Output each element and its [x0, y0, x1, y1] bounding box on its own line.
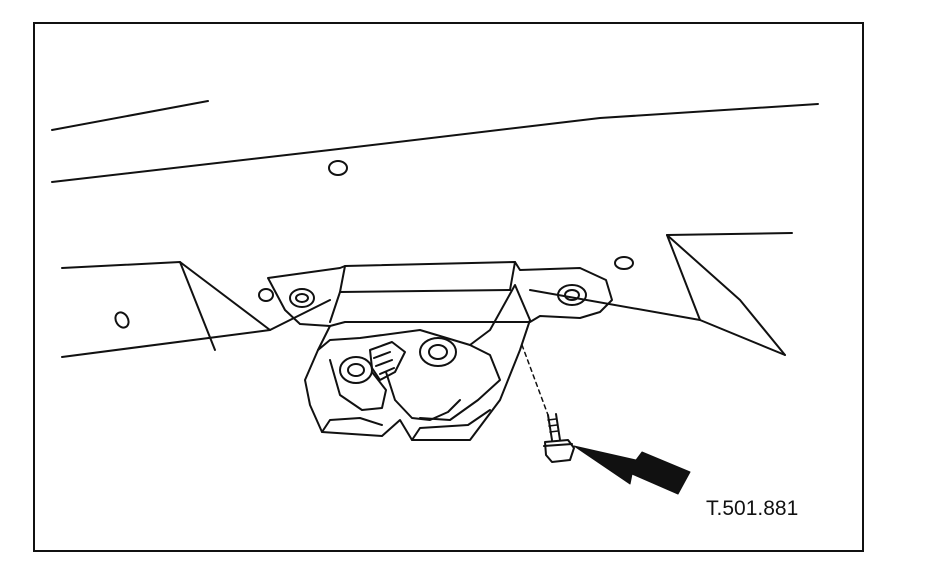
panel-hole: [614, 256, 634, 270]
panel-middle-edge: [51, 103, 819, 183]
lock-pivot-left: [339, 356, 373, 384]
lock-mount-hole-right: [557, 284, 587, 306]
lock-mechanism: [267, 261, 613, 441]
bolt-guide-line: [521, 344, 549, 416]
lock-jaw-right: [385, 371, 461, 421]
lock-mount-hole-right-inner: [564, 289, 580, 301]
lock-mount-hole-left: [289, 288, 315, 308]
panel-hole: [114, 311, 130, 329]
bolt-shank: [547, 413, 561, 441]
lock-latch-detail: [373, 351, 395, 375]
lock-pivot-right: [419, 337, 457, 367]
lock-plate-ridge: [339, 289, 511, 293]
panel-hole: [328, 160, 348, 176]
lock-base-left: [321, 417, 383, 433]
bolt-thread: [547, 418, 559, 433]
panel-lower-right-edge: [666, 232, 793, 236]
fixing-bolt: [521, 344, 575, 463]
lock-base-right: [411, 409, 491, 441]
panel-upper-edge: [51, 100, 209, 131]
lock-jaw-left: [329, 359, 387, 411]
arrow-shape: [573, 445, 691, 495]
panel-lower-left-edge: [61, 261, 271, 358]
indicator-arrow: [573, 445, 691, 495]
panel-lower-left-inner: [179, 261, 216, 351]
body-panel: [51, 100, 819, 358]
lock-mounting-plate: [267, 261, 613, 327]
lock-body-outline: [304, 284, 531, 441]
bolt-washer: [543, 443, 573, 447]
panel-hole: [258, 288, 274, 302]
lock-pivot-right-inner: [428, 344, 448, 360]
lock-body-front: [317, 329, 501, 421]
figure-reference-code: T.501.881: [706, 497, 799, 520]
lock-pivot-left-inner: [347, 363, 365, 377]
lock-mount-hole-left-inner: [295, 293, 309, 303]
panel-lower-right-inner: [666, 234, 786, 356]
bolt-head: [544, 439, 575, 463]
panel-lower-right-flange: [666, 234, 786, 356]
